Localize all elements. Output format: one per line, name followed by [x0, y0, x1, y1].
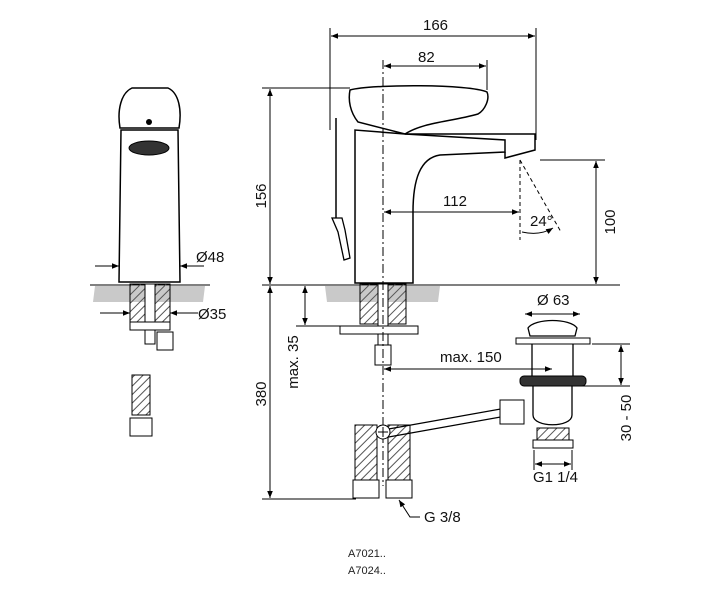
- dim82-label: 82: [418, 49, 435, 66]
- waste-thread: [536, 427, 570, 441]
- g38-leader: [398, 499, 420, 518]
- diameter35-label: Ø35: [198, 306, 226, 323]
- waste-plug: [527, 319, 578, 337]
- dim156-label: 156: [253, 183, 270, 208]
- dim380-label: 380: [253, 381, 270, 406]
- hose-connector-left: [352, 479, 380, 499]
- angle-arc: [521, 227, 554, 235]
- diameter48-label: Ø48: [196, 249, 224, 266]
- front-aerator: [128, 140, 170, 156]
- popup-knob: [331, 217, 351, 261]
- pull-rod-upper: [382, 406, 513, 431]
- front-view: Ø48 Ø35: [90, 87, 226, 437]
- front-body: [118, 129, 181, 283]
- product-code-1: A7021..: [348, 548, 386, 560]
- dim-max35-label: max. 35: [285, 335, 302, 388]
- g114-label: G1 1/4: [533, 469, 578, 486]
- dim-max150-label: max. 150: [440, 349, 502, 366]
- front-hose-connector: [129, 417, 153, 437]
- side-view: 24°: [253, 17, 635, 526]
- hose-left: [354, 424, 378, 481]
- front-threaded-rod: [144, 283, 156, 345]
- dim-diam63-label: Ø 63: [537, 292, 570, 309]
- side-body: [354, 129, 506, 284]
- side-lever: [348, 85, 489, 135]
- front-nut: [156, 331, 174, 351]
- waste-tail: [532, 439, 574, 449]
- front-hose: [131, 374, 151, 416]
- dim3050-label: 30 - 50: [618, 395, 635, 442]
- waste-flange: [515, 337, 591, 345]
- waste-neck: [531, 344, 574, 381]
- side-fixing-plate: [339, 325, 419, 335]
- dim100-label: 100: [602, 209, 619, 234]
- waste-rod-housing: [499, 399, 525, 425]
- dim166-label: 166: [423, 17, 448, 34]
- g38-label: G 3/8: [424, 509, 461, 526]
- dim112-label: 112: [443, 193, 467, 210]
- waste-body: [532, 386, 573, 426]
- side-spout: [405, 133, 536, 159]
- hose-connector-right: [385, 479, 413, 499]
- popup-waste: [499, 319, 591, 449]
- pull-rod-lower: [382, 414, 513, 439]
- angle-label: 24°: [530, 213, 553, 230]
- front-fixing-plate: [129, 321, 171, 331]
- waste-nut: [519, 375, 587, 387]
- product-code-2: A7024..: [348, 565, 386, 577]
- front-indicator-dot: [146, 119, 152, 125]
- front-lever: [118, 87, 181, 129]
